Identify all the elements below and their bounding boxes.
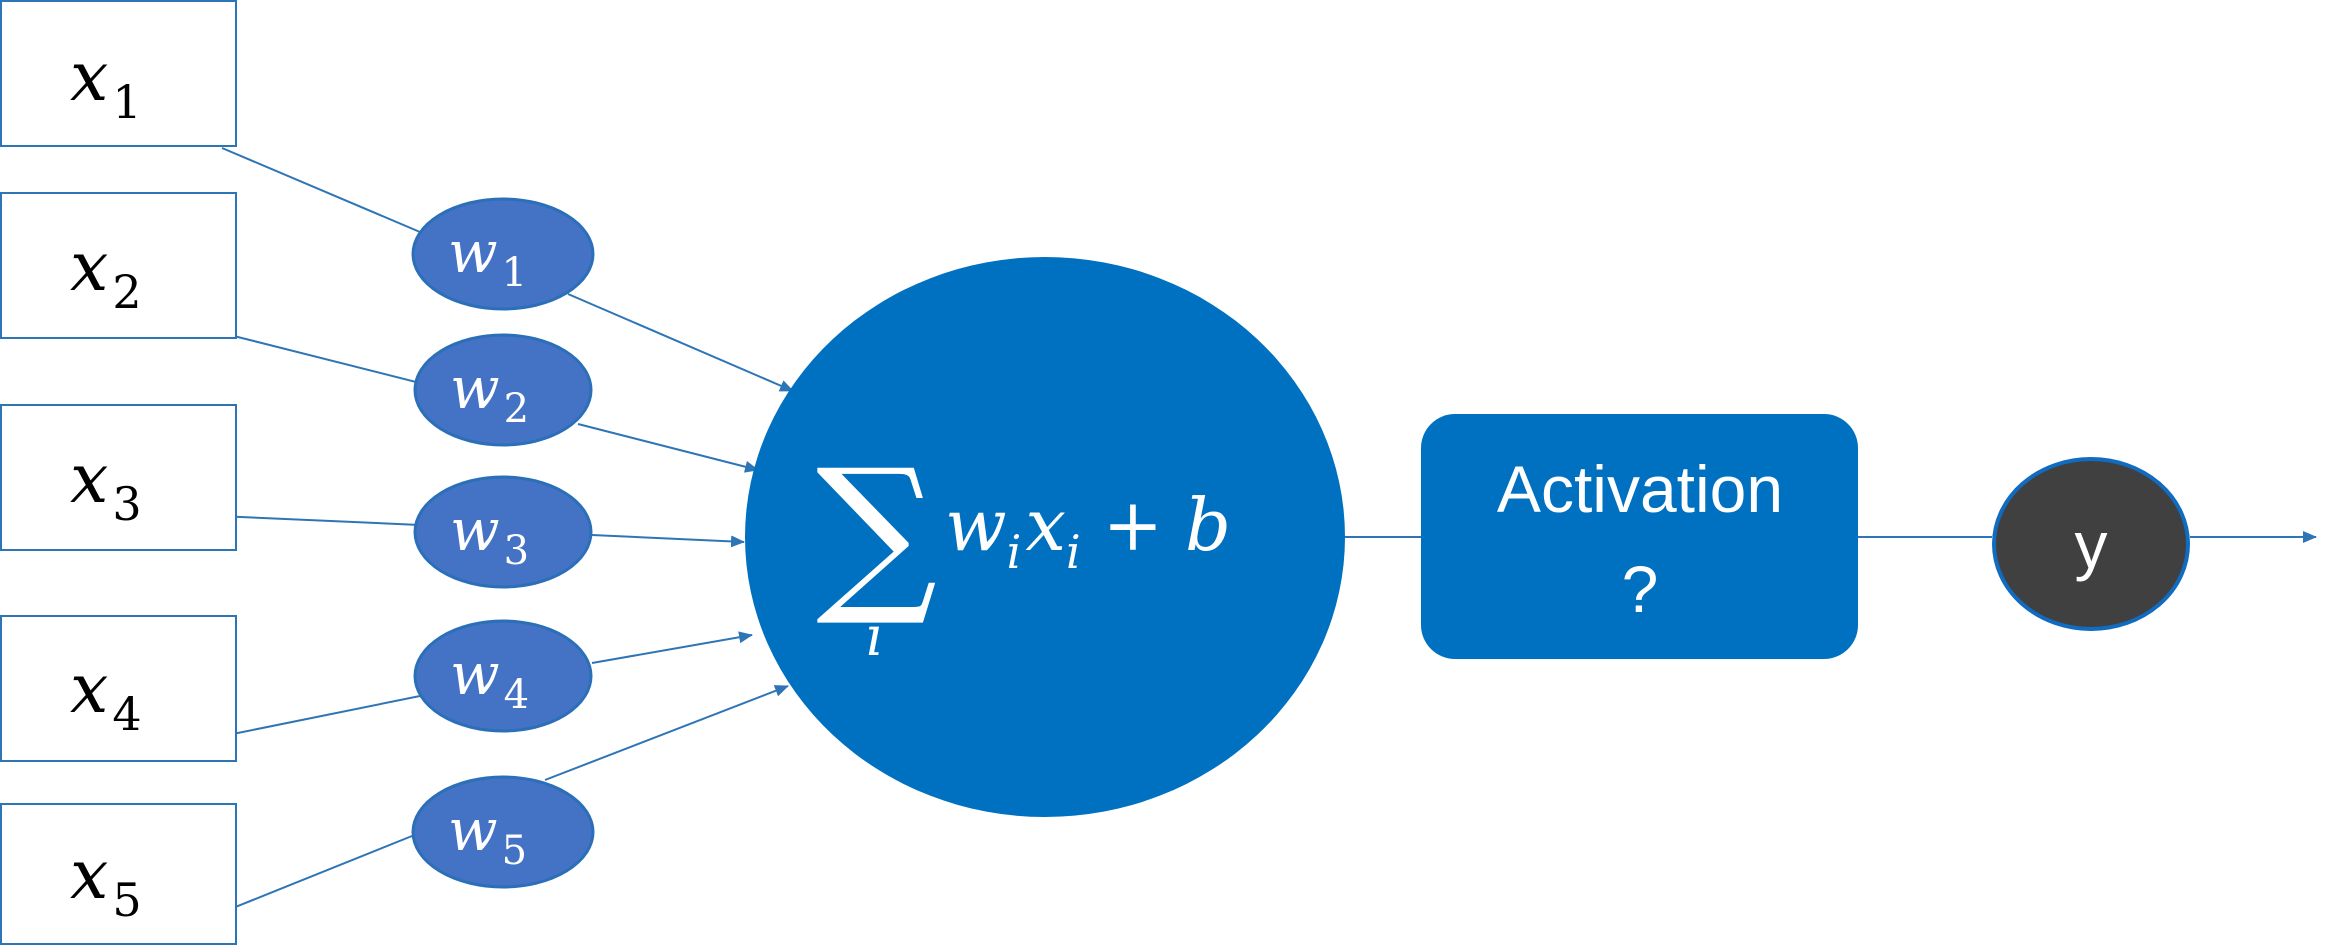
plus-sign: + (1103, 483, 1163, 567)
weight-symbol: w (448, 796, 498, 864)
sum-symbol: ∑ (816, 433, 937, 631)
input-boxes: x1 x2 x3 x4 x5 (0, 0, 237, 945)
input-box-x2: x2 (0, 192, 237, 339)
input-symbol: x (70, 38, 108, 117)
weight-symbol: w (450, 496, 500, 564)
input-term: x (1025, 483, 1066, 567)
input-index: 5 (112, 873, 141, 927)
weight-symbol: w (450, 354, 500, 422)
weight-symbol: w (450, 640, 500, 708)
connector-x5-w5 (217, 835, 413, 915)
weight-index: 2 (504, 386, 529, 432)
sum-index: i (866, 605, 883, 668)
input-term-sub: i (1066, 525, 1081, 579)
input-index: 1 (112, 75, 141, 129)
output-node: y (1992, 457, 2190, 631)
input-box-x3: x3 (0, 404, 237, 551)
svg-text:w3: w3 (450, 496, 529, 574)
input-connectors (217, 147, 421, 915)
weight-index: 3 (504, 528, 529, 574)
svg-text:x1: x1 (70, 38, 142, 129)
svg-text:x3: x3 (70, 440, 142, 531)
svg-text:w5: w5 (448, 796, 527, 874)
arrow-w1-neuron (567, 293, 794, 392)
weight-index: 1 (502, 250, 527, 296)
input-box-x1: x1 (0, 0, 237, 147)
input-box-x5: x5 (0, 803, 237, 945)
input-symbol: x (70, 836, 108, 915)
arrow-w5-neuron (544, 685, 789, 781)
input-symbol: x (70, 650, 108, 729)
connector-x3-w3 (217, 515, 421, 526)
arrow-w2-neuron (577, 423, 759, 473)
svg-text:w2: w2 (450, 354, 529, 432)
svg-text:w4: w4 (450, 640, 529, 718)
input-index: 4 (112, 687, 141, 741)
input-symbol: x (70, 440, 108, 519)
svg-text:x4: x4 (70, 650, 142, 741)
connector-x1-w1 (221, 147, 421, 233)
weight-term: w (945, 483, 1007, 567)
summation-neuron: ∑ i wixi+b (745, 257, 1345, 817)
weight-index: 5 (502, 828, 527, 874)
arrow-w4-neuron (591, 631, 753, 664)
input-index: 3 (112, 477, 141, 531)
svg-text:x2: x2 (70, 228, 142, 319)
connector-x2-w2 (217, 331, 421, 384)
activation-label: Activation (1497, 452, 1783, 526)
activation-box: Activation ? (1421, 414, 1858, 659)
arrow-w3-neuron (591, 534, 745, 548)
weight-symbol: w (448, 218, 498, 286)
input-symbol: x (70, 228, 108, 307)
weight-connectors (544, 293, 794, 781)
output-label: y (2075, 508, 2108, 582)
svg-text:x5: x5 (70, 836, 142, 927)
weight-index: 4 (504, 672, 529, 718)
connector-x4-w4 (217, 695, 421, 738)
svg-text:w1: w1 (448, 218, 527, 296)
input-index: 2 (112, 265, 141, 319)
bias-term: b (1185, 483, 1231, 567)
activation-question: ? (1622, 552, 1659, 626)
weight-term-sub: i (1007, 525, 1022, 579)
sum-expression: wixi+b (945, 483, 1231, 579)
input-box-x4: x4 (0, 615, 237, 762)
